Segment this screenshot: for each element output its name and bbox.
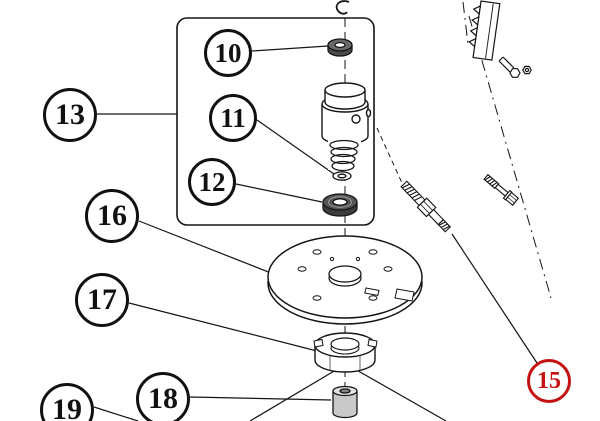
callout-15-highlighted[interactable]: 15 [527, 359, 571, 403]
part-lock-nut [313, 332, 378, 373]
part-hook [335, 0, 350, 15]
callout-17[interactable]: 17 [75, 273, 129, 327]
part-housing [321, 82, 372, 145]
callout-19[interactable]: 19 [40, 383, 94, 421]
leader-line-18 [189, 396, 332, 401]
callout-11[interactable]: 11 [209, 94, 257, 142]
part-bracket-nut [522, 65, 532, 75]
part-serrated-bracket [468, 0, 501, 61]
part-cover-plate [267, 235, 423, 325]
leader-line-10 [251, 45, 329, 52]
leader-line-15 [451, 233, 538, 364]
part-bearing [322, 193, 358, 217]
part-retainer-washer [327, 38, 353, 57]
part-bolt-short [483, 173, 520, 206]
part-stud-bolt-long [400, 180, 452, 233]
leader-line-19 [93, 406, 139, 421]
leader-line-11 [256, 119, 335, 175]
construction-lines [376, 1, 552, 299]
callout-12[interactable]: 12 [188, 158, 236, 206]
leader-lines [93, 45, 538, 421]
part-bushing [332, 385, 358, 419]
callout-18[interactable]: 18 [136, 372, 190, 421]
leader-line-12 [235, 183, 323, 203]
leader-line-17 [128, 302, 318, 352]
part-spring [328, 139, 361, 172]
callout-13[interactable]: 13 [43, 88, 97, 142]
callout-16[interactable]: 16 [85, 189, 139, 243]
subassembly-box [176, 17, 375, 226]
part-bracket-bolt [498, 56, 521, 78]
callout-10[interactable]: 10 [204, 29, 252, 77]
lower-guide-lines [249, 363, 447, 421]
part-oring [332, 171, 352, 181]
